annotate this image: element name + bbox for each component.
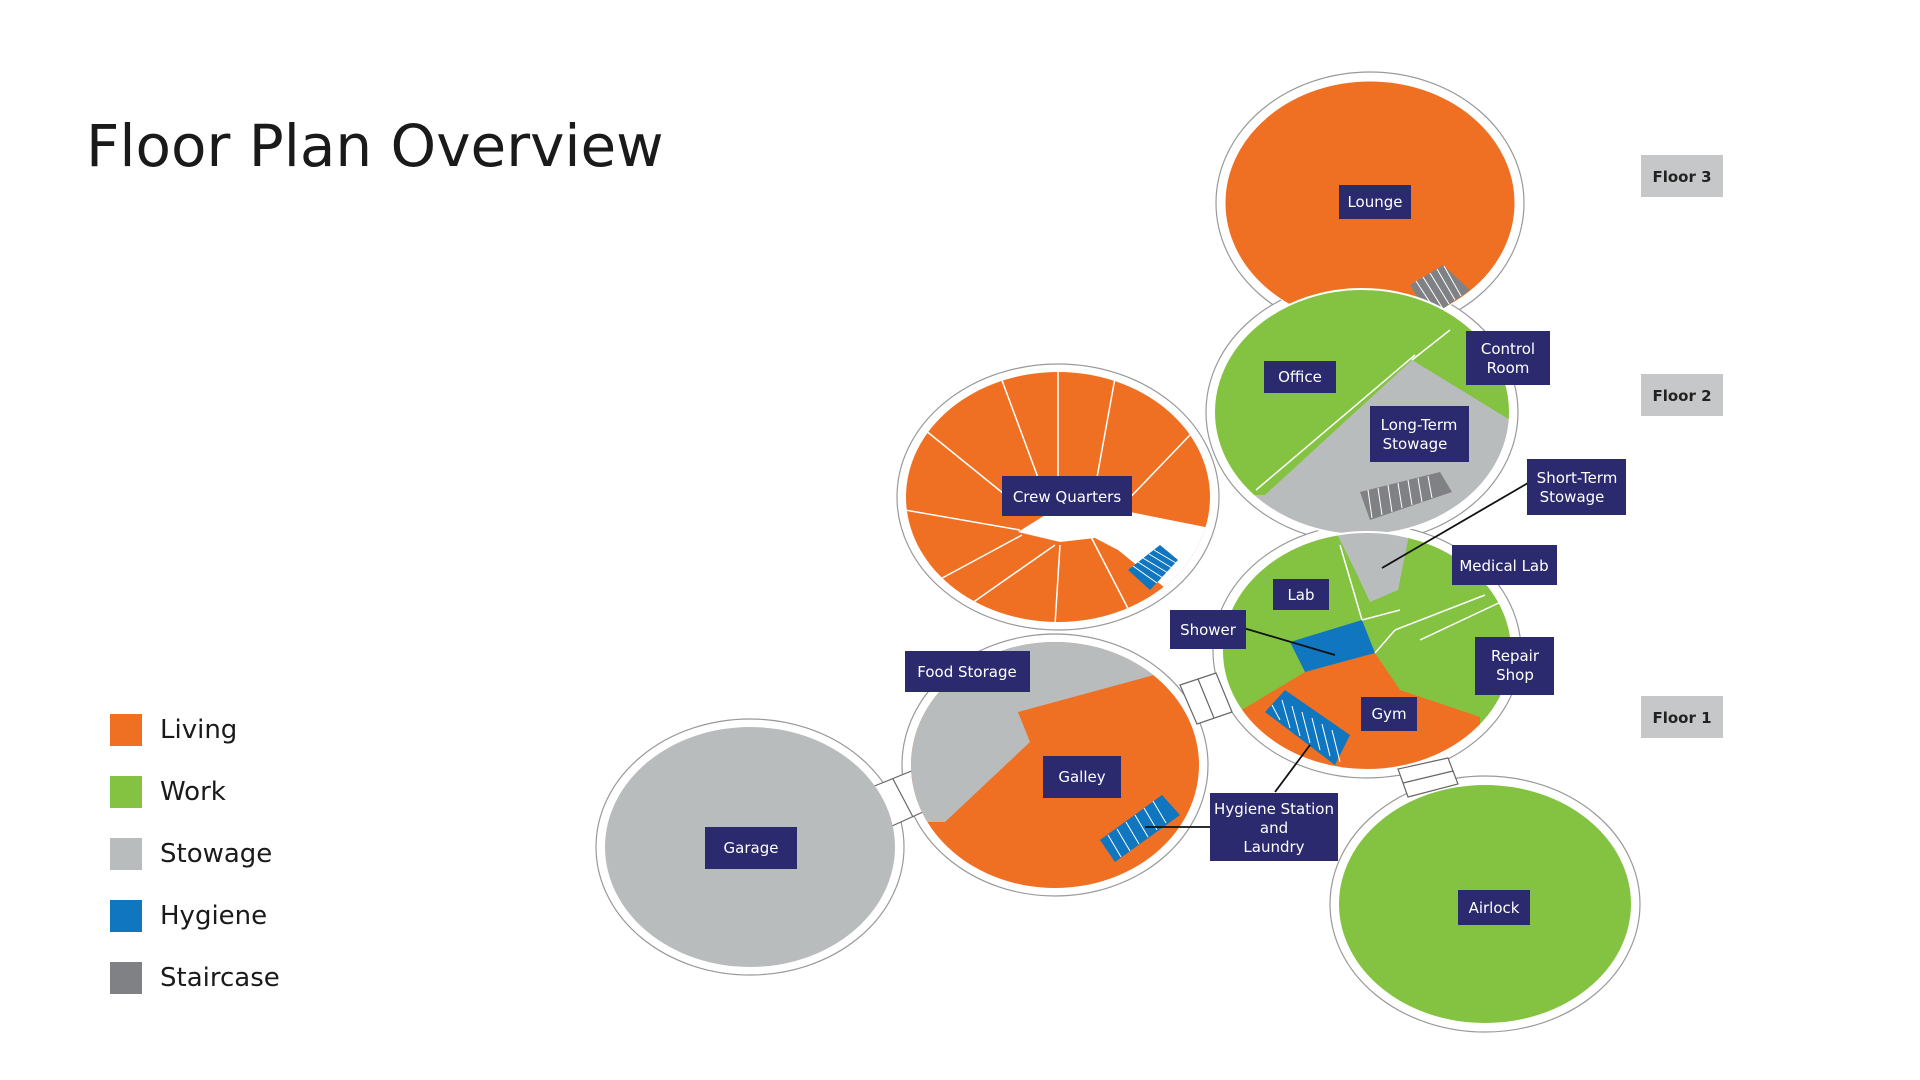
room-label-galley-text: Galley bbox=[1058, 768, 1105, 786]
room-label-office-text: Office bbox=[1278, 368, 1322, 386]
room-label-office: Office bbox=[1264, 361, 1336, 393]
room-label-control-room: Control Room bbox=[1466, 331, 1550, 385]
connector-floor1-airlock bbox=[1397, 757, 1459, 798]
room-label-food-storage: Food Storage bbox=[905, 651, 1030, 692]
room-label-airlock: Airlock bbox=[1458, 890, 1530, 925]
leader-lines bbox=[1145, 482, 1529, 828]
legend-swatch-living bbox=[110, 714, 142, 746]
room-label-food-storage-text: Food Storage bbox=[917, 663, 1016, 681]
room-label-hygiene-station-line1: Hygiene Station bbox=[1214, 800, 1334, 818]
room-label-medical-lab: Medical Lab bbox=[1452, 545, 1557, 585]
office-area bbox=[1214, 289, 1370, 535]
room-label-galley: Galley bbox=[1043, 756, 1121, 798]
room-label-hygiene-station-line2: and bbox=[1260, 819, 1288, 837]
hygiene-station-leader-1 bbox=[1274, 744, 1311, 793]
room-label-hygiene-station-line3: Laundry bbox=[1243, 838, 1304, 856]
connector-galley-floor1 bbox=[1179, 672, 1233, 725]
control-room-divider bbox=[1411, 329, 1451, 361]
floor2-module bbox=[1213, 288, 1511, 536]
legend-swatch-staircase bbox=[110, 962, 142, 994]
legend-label-living: Living bbox=[160, 715, 238, 745]
room-label-short-term-line1: Short-Term bbox=[1537, 469, 1618, 487]
legend-label-hygiene: Hygiene bbox=[160, 901, 268, 931]
legend-swatch-hygiene bbox=[110, 900, 142, 932]
floor-tag-1-text: Floor 1 bbox=[1652, 709, 1711, 727]
room-label-shower-text: Shower bbox=[1180, 621, 1237, 639]
shower-area bbox=[1290, 620, 1375, 672]
shower-leader bbox=[1239, 626, 1336, 656]
room-label-crew-quarters: Crew Quarters bbox=[1002, 476, 1132, 516]
room-label-repair-shop: Repair Shop bbox=[1475, 637, 1554, 695]
room-label-control-room-line2: Room bbox=[1487, 359, 1530, 377]
legend-label-staircase: Staircase bbox=[160, 963, 280, 993]
room-label-repair-shop-line2: Shop bbox=[1496, 666, 1534, 684]
room-label-crew-quarters-text: Crew Quarters bbox=[1013, 488, 1122, 506]
office-divider bbox=[1255, 354, 1416, 491]
room-label-lounge: Lounge bbox=[1339, 185, 1411, 219]
room-label-short-term-line2: Stowage bbox=[1540, 488, 1605, 506]
legend-swatch-stowage bbox=[110, 838, 142, 870]
room-label-airlock-text: Airlock bbox=[1469, 899, 1520, 917]
floor-tag-3-text: Floor 3 bbox=[1652, 168, 1711, 186]
room-label-shower: Shower bbox=[1170, 610, 1246, 649]
room-label-gym-text: Gym bbox=[1371, 705, 1406, 723]
room-label-garage-text: Garage bbox=[724, 839, 779, 857]
room-label-gym: Gym bbox=[1361, 697, 1417, 731]
room-label-short-term-stowage: Short-Term Stowage bbox=[1527, 459, 1626, 515]
floor1-dividers bbox=[1339, 544, 1506, 654]
floor-tag-2: Floor 2 bbox=[1641, 374, 1723, 416]
room-label-lab: Lab bbox=[1273, 579, 1329, 610]
floor1-hygiene-strip bbox=[1265, 690, 1350, 765]
legend-label-work: Work bbox=[160, 777, 226, 807]
legend-label-stowage: Stowage bbox=[160, 839, 273, 869]
page-title: Floor Plan Overview bbox=[86, 112, 664, 180]
room-label-long-term-line2: Stowage bbox=[1383, 435, 1448, 453]
room-label-long-term-stowage: Long-Term Stowage bbox=[1370, 406, 1469, 462]
floor-tag-1: Floor 1 bbox=[1641, 696, 1723, 738]
short-term-stowage-leader bbox=[1381, 482, 1529, 569]
room-label-control-room-line1: Control bbox=[1481, 340, 1535, 358]
room-label-medical-lab-text: Medical Lab bbox=[1459, 557, 1548, 575]
legend-swatch-work bbox=[110, 776, 142, 808]
room-label-long-term-line1: Long-Term bbox=[1381, 416, 1458, 434]
room-label-repair-shop-line1: Repair bbox=[1491, 647, 1540, 665]
floor-tag-2-text: Floor 2 bbox=[1652, 387, 1711, 405]
room-label-hygiene-station: Hygiene Station and Laundry bbox=[1210, 793, 1338, 861]
floor-tag-3: Floor 3 bbox=[1641, 155, 1723, 197]
galley-hygiene bbox=[1100, 795, 1180, 862]
room-label-garage: Garage bbox=[705, 827, 797, 869]
room-label-lab-text: Lab bbox=[1287, 586, 1314, 604]
short-term-stowage-area bbox=[1335, 532, 1410, 602]
room-label-lounge-text: Lounge bbox=[1347, 193, 1402, 211]
